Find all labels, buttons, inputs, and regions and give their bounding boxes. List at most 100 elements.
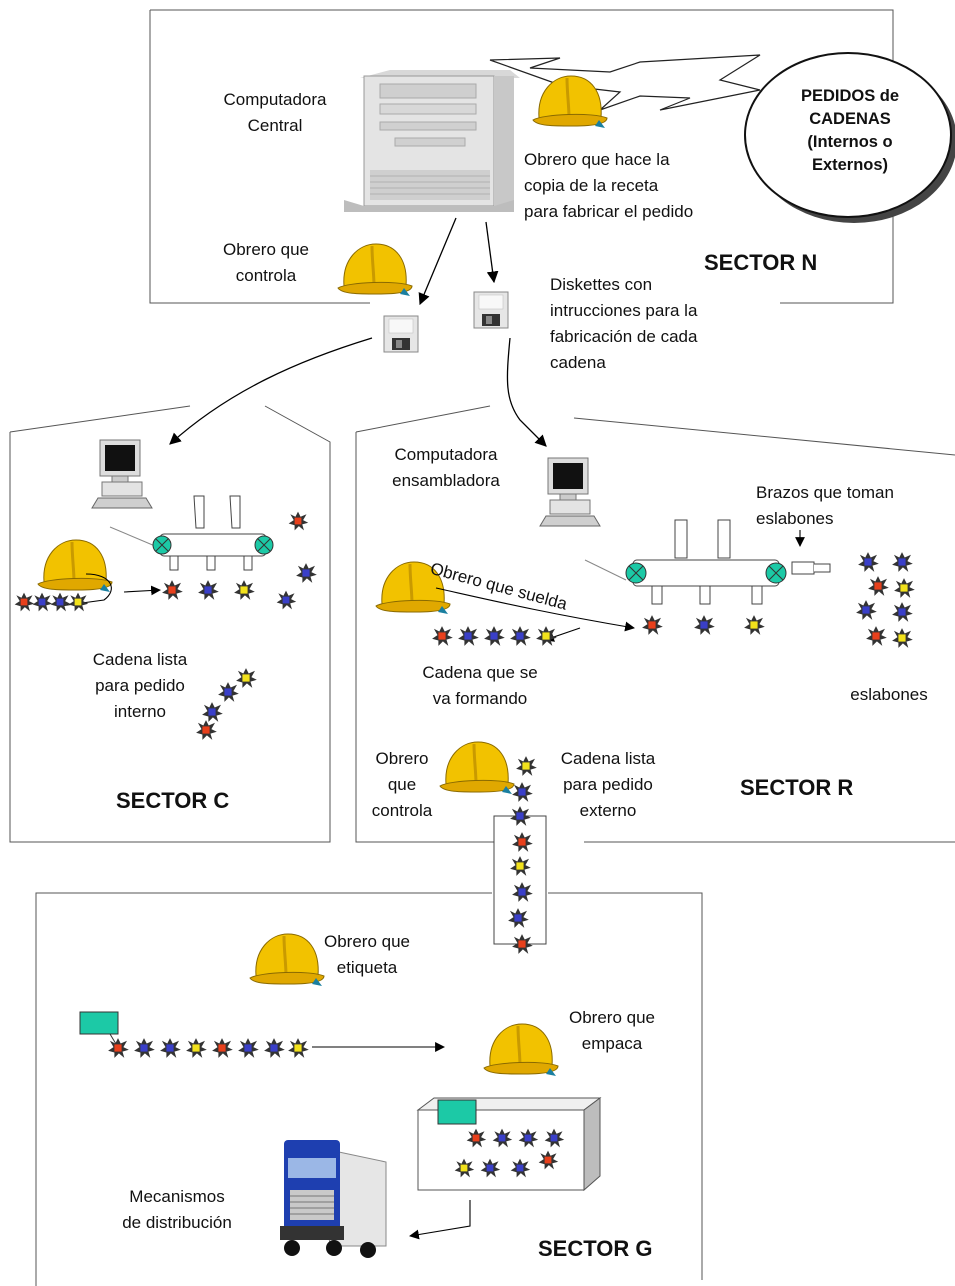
chain-link-icon	[544, 1128, 565, 1148]
label-computadora-central: Computadora Central	[223, 90, 327, 135]
chain-link-icon	[236, 668, 257, 688]
label-diskettes: Diskettes con intrucciones para la fabri…	[550, 275, 698, 372]
chain-link-icon	[50, 592, 71, 612]
label-pedidos: PEDIDOS de CADENAS (Internos o Externos)	[800, 87, 900, 174]
chain-link-icon	[512, 782, 533, 802]
chain-link-icon	[892, 602, 913, 622]
chain-link-icon	[508, 908, 529, 928]
arrow-c-weld-2	[123, 585, 161, 596]
order-link-shape	[489, 54, 761, 111]
label-cadena-interno: Cadena lista para pedido interno	[92, 650, 188, 721]
arrow-to-truck	[409, 1200, 471, 1240]
box-icon	[416, 1097, 602, 1192]
tag-string	[109, 1033, 117, 1045]
chain-tube	[493, 815, 547, 945]
desktop-computer-icon	[539, 457, 601, 527]
desktop-computer-icon	[91, 439, 153, 509]
sector-c-title: SECTOR C	[116, 788, 230, 813]
label-obrero-controla-r: Obrero que controla	[371, 749, 433, 820]
conveyor-icon	[625, 519, 831, 605]
label-computadora-ensambladora: Computadora ensambladora	[392, 445, 500, 490]
arrow-to-sector-r	[506, 337, 547, 447]
hard-hat-icon	[438, 740, 516, 796]
arrow-to-floppy-1	[418, 217, 457, 306]
chain-link-icon	[264, 1038, 285, 1058]
chain-link-icon	[512, 882, 533, 902]
chain-link-icon	[198, 580, 219, 600]
arrow-to-floppy-2	[485, 221, 499, 284]
chain-link-icon	[134, 1038, 155, 1058]
chain-link-icon	[234, 580, 255, 600]
chain-link-icon	[68, 592, 89, 612]
chain-link-icon	[484, 626, 505, 646]
chain-link-icon	[14, 592, 35, 612]
truck-icon	[280, 1140, 387, 1258]
chain-link-icon	[276, 590, 297, 610]
chain-link-icon	[868, 576, 889, 596]
floppy-disk-icon	[383, 315, 419, 353]
chain-link-icon	[432, 626, 453, 646]
chain-link-icon	[538, 1150, 559, 1170]
chain-link-icon	[510, 806, 531, 826]
sector-n-title: SECTOR N	[704, 250, 818, 275]
cloud-icon	[744, 52, 955, 223]
chain-link-icon	[186, 1038, 207, 1058]
chain-link-icon	[454, 1158, 475, 1178]
chain-link-icon	[856, 600, 877, 620]
chain-link-icon	[510, 1158, 531, 1178]
label-brazos: Brazos que toman eslabones	[756, 483, 894, 528]
hard-hat-icon	[336, 242, 414, 298]
chain-link-icon	[288, 1038, 309, 1058]
chain-link-icon	[642, 615, 663, 635]
chain-link-icon	[108, 1038, 129, 1058]
label-eslabones: eslabones	[850, 685, 928, 704]
sector-r-border	[355, 405, 955, 843]
chain-link-icon	[512, 832, 533, 852]
cable	[584, 559, 627, 581]
label-tag	[79, 1011, 119, 1035]
label-obrero-controla-n: Obrero que controla	[223, 240, 309, 285]
server-computer-icon	[344, 70, 520, 212]
arrow-r-weld	[435, 587, 635, 632]
chain-link-icon	[162, 580, 183, 600]
label-obrero-copia: Obrero que hace la copia de la receta pa…	[524, 150, 694, 221]
sector-g-title: SECTOR G	[538, 1236, 653, 1261]
floppy-disk-icon	[473, 291, 509, 329]
chain-link-icon	[512, 934, 533, 954]
chain-link-icon	[858, 552, 879, 572]
chain-link-icon	[892, 628, 913, 648]
chain-link-icon	[212, 1038, 233, 1058]
label-cadena-formando: Cadena que se va formando	[422, 663, 538, 708]
sector-g-border	[35, 892, 703, 1286]
label-obrero-empaca: Obrero que empaca	[569, 1008, 655, 1053]
label-mecanismos: Mecanismos de distribución	[122, 1187, 232, 1232]
chain-link-icon	[202, 702, 223, 722]
chain-link-icon	[744, 615, 765, 635]
label-cadena-externo: Cadena lista para pedido externo	[560, 749, 656, 820]
chain-link-icon	[218, 682, 239, 702]
chain-link-icon	[892, 552, 913, 572]
arrow-to-sector-c	[169, 337, 373, 445]
chain-link-icon	[510, 626, 531, 646]
conveyor-icon	[152, 495, 274, 571]
cable	[109, 526, 156, 547]
chain-link-icon	[694, 615, 715, 635]
label-obrero-etiqueta: Obrero que etiqueta	[324, 932, 410, 977]
chain-link-icon	[492, 1128, 513, 1148]
chain-link-icon	[458, 626, 479, 646]
chain-link-icon	[510, 856, 531, 876]
chain-link-icon	[466, 1128, 487, 1148]
chain-link-icon	[296, 563, 317, 583]
chain-link-icon	[866, 626, 887, 646]
chain-link-icon	[518, 1128, 539, 1148]
chain-link-icon	[196, 720, 217, 740]
chain-link-icon	[480, 1158, 501, 1178]
chain-link-icon	[894, 578, 915, 598]
chain-link-icon	[32, 592, 53, 612]
chain-link-icon	[536, 626, 557, 646]
chain-link-icon	[160, 1038, 181, 1058]
chain-link-icon	[516, 756, 537, 776]
chain-link-icon	[288, 511, 309, 531]
hard-hat-icon	[36, 538, 114, 594]
